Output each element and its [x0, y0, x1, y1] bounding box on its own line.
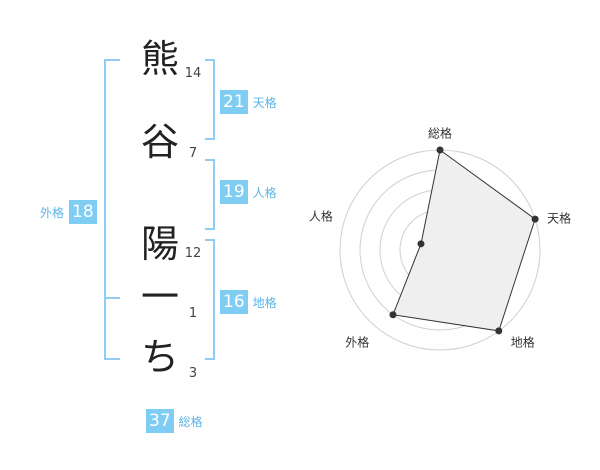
- radar-axis-label-4: 外格: [345, 334, 369, 349]
- tenkaku-label: 天格: [252, 95, 277, 110]
- soukaku-label: 総格: [178, 414, 203, 429]
- tenkaku-badge: 21 天格: [220, 90, 277, 114]
- stroke-count-1: 14: [184, 66, 202, 81]
- radar-point-2: [531, 215, 539, 223]
- name-char-1: 熊: [140, 37, 179, 81]
- name-char-3: 陽: [140, 222, 179, 266]
- tenkaku-value: 21: [220, 90, 248, 114]
- radar-axis-label-3: 地格: [511, 334, 535, 349]
- gaikaku-badge: 外格 18: [40, 200, 97, 224]
- tenkaku-bracket: [205, 59, 215, 140]
- chikaku-value: 16: [220, 290, 248, 314]
- stroke-count-4: 1: [188, 306, 198, 321]
- name-char-4: 一: [140, 275, 179, 319]
- name-char-2: 谷: [140, 120, 179, 164]
- gaikaku-label: 外格: [40, 205, 65, 220]
- jinkaku-bracket: [205, 159, 215, 230]
- jinkaku-badge: 19 人格: [220, 180, 277, 204]
- radar-point-5: [417, 240, 425, 248]
- radar-axis-label-5: 人格: [309, 209, 333, 224]
- soukaku-badge: 37 総格: [146, 409, 203, 433]
- jinkaku-label: 人格: [252, 185, 277, 200]
- chikaku-bracket: [205, 239, 215, 360]
- radar-point-4: [389, 311, 397, 319]
- gaikaku-bracket-tick: [104, 297, 120, 299]
- radar-point-3: [495, 327, 503, 335]
- radar-point-1: [436, 146, 444, 154]
- chikaku-badge: 16 地格: [220, 290, 277, 314]
- soukaku-value: 37: [146, 409, 174, 433]
- stroke-count-5: 3: [188, 366, 198, 381]
- jinkaku-value: 19: [220, 180, 248, 204]
- stroke-count-3: 12: [184, 246, 202, 261]
- gaikaku-value: 18: [69, 200, 97, 224]
- radar-axis-label-2: 天格: [547, 211, 571, 226]
- radar-axis-label-1: 総格: [428, 126, 452, 141]
- stroke-count-2: 7: [188, 146, 198, 161]
- radar-points: [389, 146, 539, 335]
- gaikaku-bracket: [104, 59, 120, 360]
- chikaku-label: 地格: [252, 295, 277, 310]
- radar-series-polygon: [392, 149, 536, 332]
- name-char-5: ち: [140, 335, 179, 379]
